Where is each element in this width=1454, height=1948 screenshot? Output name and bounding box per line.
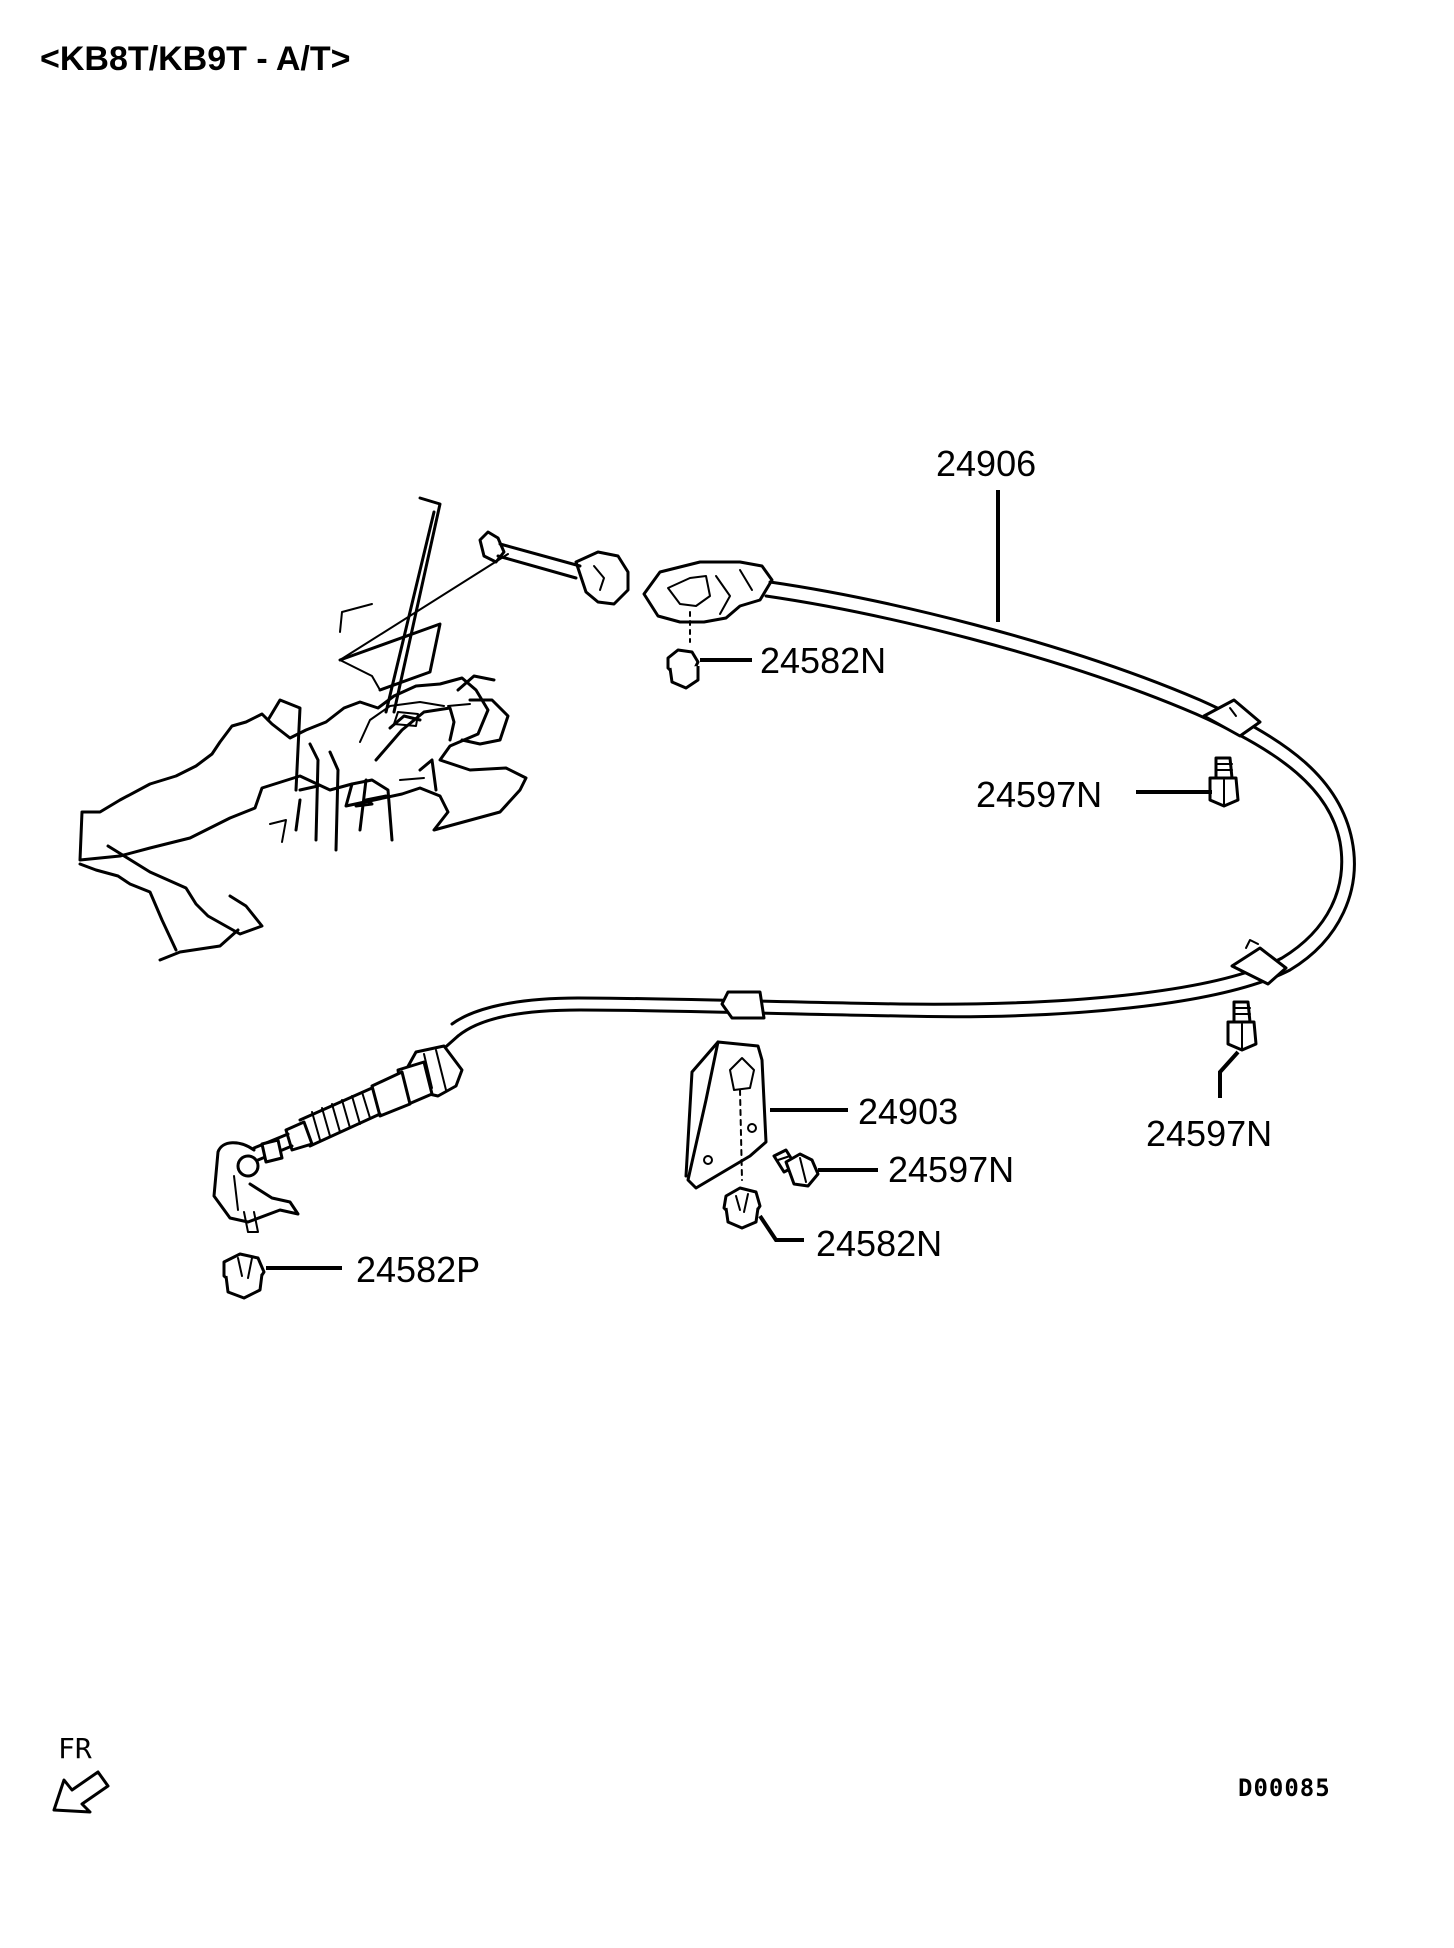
- callout-bolt-bracket: 24597N: [888, 1149, 1014, 1190]
- cable-bracket: [684, 1040, 768, 1190]
- callout-nut-bracket: 24582N: [816, 1223, 942, 1264]
- callout-bolt-right-upper: 24597N: [976, 774, 1102, 815]
- callout-cable: 24906: [936, 443, 1036, 484]
- front-direction-label: FR: [58, 1732, 92, 1765]
- nut-bracket: [722, 1186, 762, 1230]
- diagram-title: <KB8T/KB9T - A/T>: [40, 40, 351, 78]
- callout-bracket: 24903: [858, 1091, 958, 1132]
- callout-bolt-right-lower: 24597N: [1146, 1113, 1272, 1154]
- shift-cable: [212, 530, 1356, 1233]
- leader-lines: [266, 490, 1240, 1270]
- bolt-bracket: [772, 1148, 820, 1188]
- bolt-right-lower: [1226, 1000, 1258, 1052]
- shift-lever-assembly: [78, 496, 528, 962]
- callout-nut-end: 24582P: [356, 1249, 480, 1290]
- diagram-code: D00085: [1238, 1774, 1331, 1802]
- front-arrow-icon: [52, 1770, 110, 1814]
- nut-end: [222, 1252, 266, 1300]
- bolt-right-upper: [1208, 756, 1240, 808]
- callout-nut-top: 24582N: [760, 640, 886, 681]
- nut-top: [666, 611, 700, 690]
